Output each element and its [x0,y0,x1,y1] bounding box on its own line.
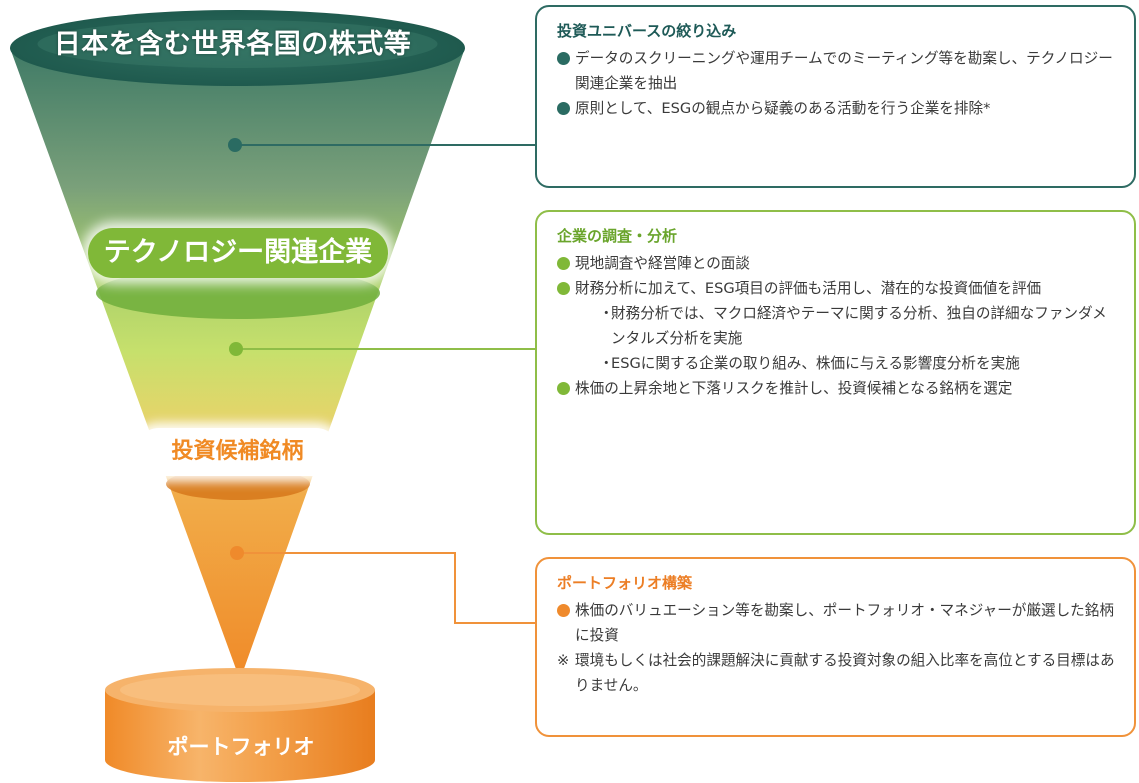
bullet-icon [557,604,570,617]
funnel-top [10,10,465,86]
item-text: 原則として、ESGの観点から疑義のある活動を行う企業を排除* [575,100,991,117]
bullet-icon [557,102,570,115]
company-research-panel: 企業の調査・分析 現地調査や経営陣との面談 財務分析に加えて、ESG項目の評価も… [535,210,1136,535]
note-text: 環境もしくは社会的課題解決に貢献する投資対象の組入比率を高位とする目標はありませ… [575,652,1115,694]
sub-bullet: ・ [599,355,614,372]
bullet-icon [557,382,570,395]
universe-screening-panel: 投資ユニバースの絞り込み データのスクリーニングや運用チームでのミーティング等を… [535,5,1136,188]
item-text: データのスクリーニングや運用チームでのミーティング等を勘案し、テクノロジー関連企… [575,50,1113,92]
bullet-icon [557,282,570,295]
list-item: 財務分析に加えて、ESG項目の評価も活用し、潜在的な投資価値を評価 [557,276,1116,301]
funnel-band-green [96,267,380,319]
list-item: データのスクリーニングや運用チームでのミーティング等を勘案し、テクノロジー関連企… [557,46,1116,96]
item-text: 財務分析に加えて、ESG項目の評価も活用し、潜在的な投資価値を評価 [575,280,1042,297]
list-item: 原則として、ESGの観点から疑義のある活動を行う企業を排除* [557,96,1116,121]
stage-label-universe: 日本を含む世界各国の株式等 [53,29,412,60]
panel-title: 投資ユニバースの絞り込み [557,22,737,40]
panel-title: ポートフォリオ構築 [557,574,693,592]
sub-list-item: ・ 財務分析では、マクロ経済やテーマに関する分析、独自の詳細なファンダメンタルズ… [557,301,1116,351]
item-text: 株価の上昇余地と下落リスクを推計し、投資候補となる銘柄を選定 [575,380,1013,397]
stage-label-technology: テクノロジー関連企業 [88,228,388,278]
portfolio-construction-panel: ポートフォリオ構築 株価のバリュエーション等を勘案し、ポートフォリオ・マネジャー… [535,557,1136,737]
funnel-body [10,48,465,680]
footnote: ※ 環境もしくは社会的課題解決に貢献する投資対象の組入比率を高位とする目標はあり… [557,648,1116,698]
list-item: 株価のバリュエーション等を勘案し、ポートフォリオ・マネジャーが厳選した銘柄に投資 [557,598,1116,648]
sub-bullet: ・ [599,305,614,322]
panel-title: 企業の調査・分析 [557,227,678,245]
item-text: 株価のバリュエーション等を勘案し、ポートフォリオ・マネジャーが厳選した銘柄に投資 [575,602,1114,644]
bullet-icon [557,257,570,270]
subitem-text: 財務分析では、マクロ経済やテーマに関する分析、独自の詳細なファンダメンタルズ分析… [611,305,1107,347]
stage-label-portfolio: ポートフォリオ [167,735,315,759]
sub-list-item: ・ ESGに関する企業の取り組み、株価に与える影響度分析を実施 [557,351,1116,376]
note-marker: ※ [557,652,570,669]
connector-3 [230,546,535,624]
list-item: 現地調査や経営陣との面談 [557,251,1116,276]
portfolio-cylinder [105,690,375,782]
funnel-band-orange [166,468,310,500]
item-text: 現地調査や経営陣との面談 [575,255,750,272]
connector-2 [229,342,535,356]
subitem-text: ESGに関する企業の取り組み、株価に与える影響度分析を実施 [611,355,1020,372]
stage-label-candidates: 投資候補銘柄 [135,428,340,476]
connector-1 [228,138,535,152]
bullet-icon [557,52,570,65]
list-item: 株価の上昇余地と下落リスクを推計し、投資候補となる銘柄を選定 [557,376,1116,401]
